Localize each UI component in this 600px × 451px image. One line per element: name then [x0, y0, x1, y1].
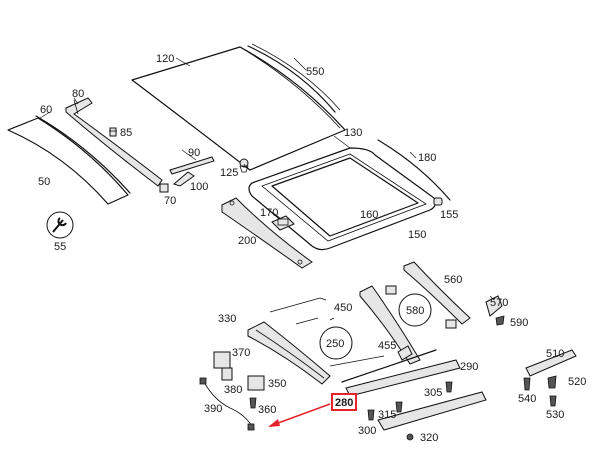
label-520: 520 — [568, 376, 586, 388]
bracket-100[interactable] — [173, 171, 195, 187]
roof-trim-strip[interactable] — [247, 43, 341, 113]
label-90: 90 — [188, 147, 200, 159]
wiring-harness-390[interactable] — [199, 377, 255, 431]
label-450: 450 — [334, 302, 352, 314]
label-150: 150 — [408, 229, 426, 241]
screw-590[interactable] — [495, 315, 505, 326]
sunroof-frame[interactable] — [248, 147, 436, 251]
lower-side-rail[interactable] — [377, 391, 487, 431]
sunroof-motor[interactable] — [271, 215, 295, 231]
label-130: 130 — [344, 127, 362, 139]
label-330: 330 — [218, 313, 236, 325]
screw-305[interactable] — [445, 381, 453, 393]
drain-strip[interactable] — [341, 349, 437, 383]
front-cross-member[interactable] — [221, 197, 313, 269]
label-85: 85 — [120, 127, 132, 139]
label-320: 320 — [420, 432, 438, 444]
bracket-570[interactable] — [485, 295, 503, 317]
clip-70[interactable] — [159, 183, 169, 193]
label-315: 315 — [378, 409, 396, 421]
label-370: 370 — [232, 347, 250, 359]
label-250: 250 — [326, 338, 344, 350]
highlight-280 — [268, 393, 357, 427]
label-55: 55 — [54, 241, 66, 253]
label-70: 70 — [164, 195, 176, 207]
clip-155[interactable] — [433, 197, 443, 206]
label-290: 290 — [460, 361, 478, 373]
label-360: 360 — [258, 404, 276, 416]
control-unit-350[interactable] — [247, 375, 265, 391]
sunroof-mechanism-frame[interactable] — [247, 321, 331, 385]
label-120: 120 — [156, 53, 174, 65]
screw-360[interactable] — [249, 397, 257, 409]
callout-circle-580 — [398, 293, 432, 327]
drive-cable-b[interactable] — [329, 355, 385, 367]
label-170: 170 — [260, 207, 278, 219]
sunroof-glass-seal[interactable] — [271, 157, 419, 237]
label-60: 60 — [40, 104, 52, 116]
screw-530[interactable] — [549, 395, 557, 407]
roof-panel[interactable] — [131, 46, 346, 171]
callout-circle-250 — [319, 326, 353, 360]
label-550: 550 — [306, 66, 324, 78]
label-155: 155 — [440, 209, 458, 221]
label-570: 570 — [490, 297, 508, 309]
connector-580-a[interactable] — [385, 285, 397, 295]
clip-520[interactable] — [547, 375, 557, 389]
label-390: 390 — [204, 403, 222, 415]
label-160: 160 — [360, 209, 378, 221]
clip-125[interactable] — [239, 158, 249, 173]
label-510: 510 — [546, 348, 564, 360]
label-455: 455 — [378, 340, 396, 352]
windscreen-seal[interactable] — [35, 115, 131, 194]
label-305: 305 — [424, 387, 442, 399]
guide-rail-560[interactable] — [403, 261, 471, 325]
rear-bracket-510[interactable] — [525, 349, 577, 377]
label-200: 200 — [238, 235, 256, 247]
leader-lines — [39, 57, 495, 321]
drive-cable-a[interactable] — [269, 297, 321, 325]
label-590: 590 — [510, 317, 528, 329]
tool-icon — [46, 211, 74, 239]
label-100: 100 — [190, 181, 208, 193]
trim-strip-180[interactable] — [377, 139, 451, 201]
connector-580-b[interactable] — [445, 319, 457, 329]
label-580: 580 — [406, 305, 424, 317]
windscreen-frame[interactable] — [65, 97, 163, 187]
label-380: 380 — [224, 384, 242, 396]
label-125: 125 — [220, 167, 238, 179]
label-350: 350 — [268, 378, 286, 390]
windscreen-glass[interactable] — [7, 117, 129, 205]
screw-320[interactable] — [406, 433, 414, 441]
screw-300[interactable] — [367, 409, 375, 421]
label-560: 560 — [444, 274, 462, 286]
label-180: 180 — [418, 152, 436, 164]
label-280: 280 — [335, 397, 353, 409]
part-455[interactable] — [397, 345, 413, 361]
label-50: 50 — [38, 176, 50, 188]
side-rail-290[interactable] — [345, 359, 461, 397]
screw-540[interactable] — [523, 377, 531, 391]
trim-strip-90[interactable] — [169, 156, 215, 175]
guide-rail-450[interactable] — [359, 285, 421, 365]
label-540: 540 — [518, 393, 536, 405]
label-300: 300 — [358, 425, 376, 437]
screw-315[interactable] — [395, 401, 403, 413]
control-unit-370[interactable] — [213, 351, 231, 369]
label-530: 530 — [546, 409, 564, 421]
label-80: 80 — [72, 88, 84, 100]
part-380[interactable] — [221, 367, 233, 381]
bolt-85[interactable] — [109, 127, 117, 137]
